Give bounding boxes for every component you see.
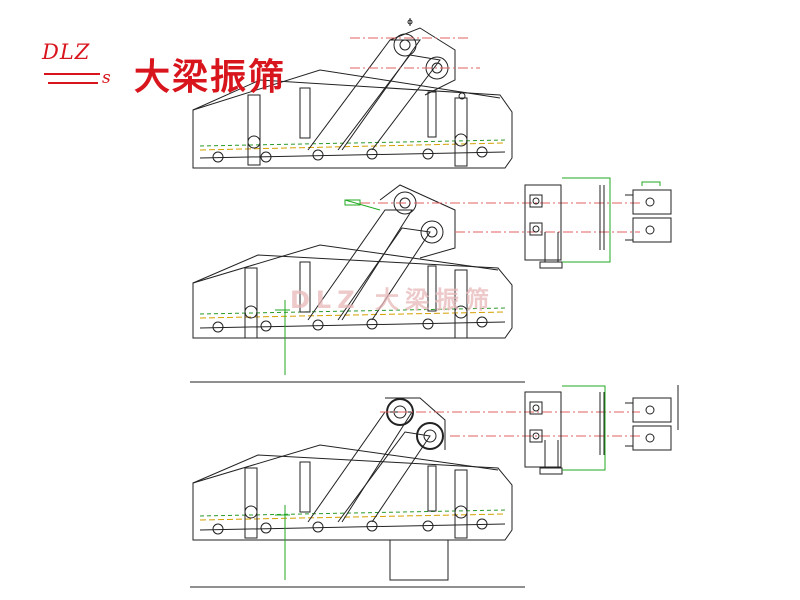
view-middle — [190, 177, 672, 383]
logo-brand-name: 大梁振筛 — [134, 57, 287, 98]
logo-underline-lower — [48, 82, 98, 84]
view-top — [192, 18, 513, 169]
logo-underline — [44, 73, 100, 75]
logo-sub-letter: s — [102, 68, 111, 88]
brand-logo: DLZ s 大梁振筛 — [42, 40, 312, 100]
watermark: DLZ 大梁振筛 — [290, 286, 495, 314]
view-bottom — [190, 385, 679, 588]
logo-letters: DLZ — [42, 40, 91, 64]
